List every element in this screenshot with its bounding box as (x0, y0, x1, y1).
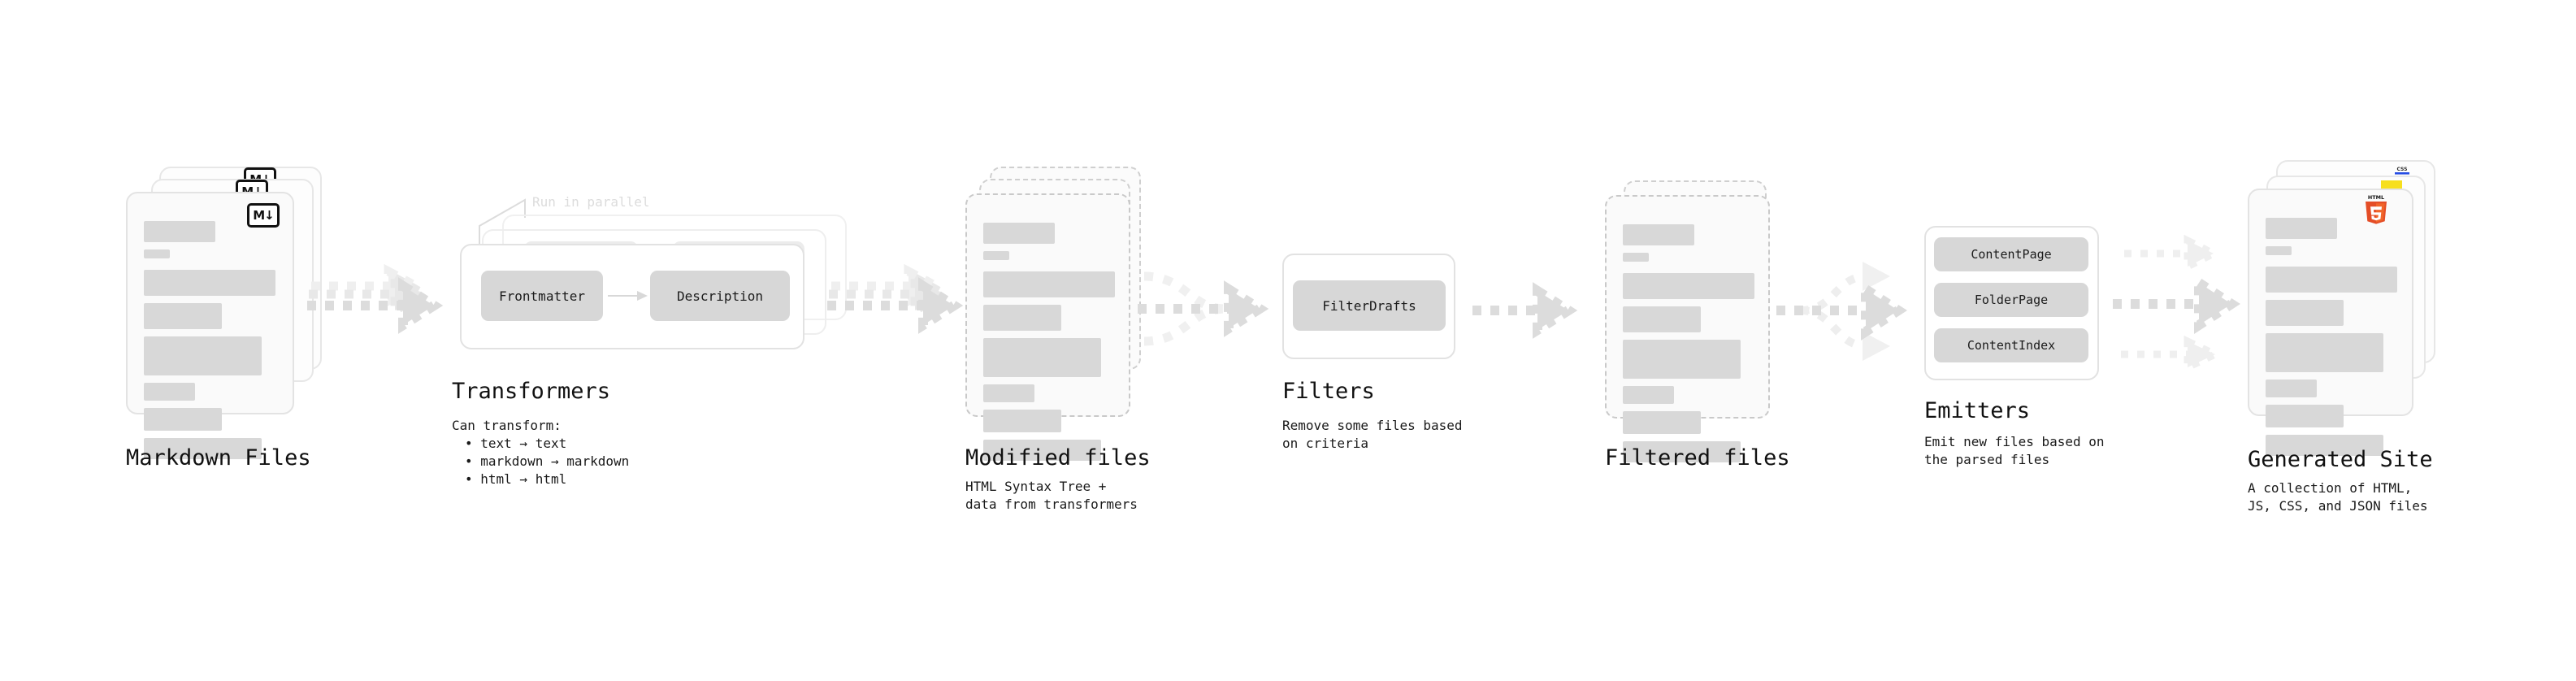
content-bar (2266, 267, 2397, 293)
svg-text:HTML: HTML (2368, 194, 2384, 201)
content-bar (2266, 246, 2292, 255)
emitter-pill-folderpage[interactable]: FolderPage (1934, 283, 2088, 317)
run-in-parallel-label: Run in parallel (532, 194, 650, 210)
content-bar (983, 251, 1009, 260)
content-bar (144, 303, 222, 329)
generated-site-card (2248, 189, 2413, 456)
modified-files-title: Modified files (965, 445, 1151, 471)
html5-icon: HTML (2362, 193, 2390, 226)
transformer-bullet: • html → html (465, 471, 567, 487)
transformers-bullets: • text → text • markdown → markdown • html… (465, 435, 629, 488)
content-bar (983, 271, 1115, 297)
content-bar (983, 440, 1101, 461)
emitters-subtitle: Emit new files based on the parsed files (1924, 434, 2105, 467)
css-icon: CSS (2394, 166, 2410, 176)
content-bar (2266, 218, 2337, 239)
content-bar (1623, 340, 1741, 379)
content-bar (1623, 253, 1649, 262)
generated-site-title: Generated Site (2248, 447, 2433, 472)
content-bar (2266, 333, 2383, 372)
arrow-modified-to-filters (1138, 271, 1269, 346)
content-bar (2266, 300, 2344, 326)
content-bar (983, 223, 1055, 244)
filters-subtitle: Remove some files based on criteria (1282, 418, 1463, 451)
filters-title: Filters (1282, 379, 1375, 404)
markdown-file-card (126, 192, 294, 459)
arrow-markdown-to-transformers (307, 263, 444, 334)
content-bar (983, 410, 1061, 432)
arrow-filtered-to-emitters (1776, 262, 1908, 361)
transformer-bullet: • markdown → markdown (465, 453, 630, 469)
content-bar (144, 438, 262, 459)
content-bar (983, 384, 1034, 402)
filtered-files-title: Filtered files (1605, 445, 1790, 471)
site-card-bars (2266, 218, 2399, 463)
content-bar (1623, 273, 1754, 299)
markdown-files-title: Markdown Files (126, 445, 311, 471)
transformer-pill-frontmatter[interactable]: Frontmatter (481, 271, 603, 321)
content-bar (2266, 435, 2383, 456)
run-in-parallel-bracket (479, 198, 526, 249)
markdown-card-bars (144, 221, 280, 466)
filtered-file-card (1605, 195, 1770, 462)
modified-card-bars (983, 223, 1116, 468)
content-bar (2266, 380, 2317, 397)
filtered-card-bars (1623, 224, 1755, 470)
content-bar (983, 338, 1101, 377)
content-bar (144, 221, 215, 242)
modified-files-subtitle: HTML Syntax Tree + data from transformer… (965, 479, 1138, 512)
content-bar (144, 336, 262, 375)
arrow-filters-to-filtered (1472, 282, 1578, 339)
content-bar (144, 249, 170, 258)
generated-site-subtitle: A collection of HTML, JS, CSS, and JSON … (2248, 480, 2428, 514)
content-bar (144, 270, 275, 296)
emitters-title: Emitters (1924, 398, 2031, 423)
transformer-bullet: • text → text (465, 436, 567, 451)
filter-pill-filterdrafts[interactable]: FilterDrafts (1293, 280, 1446, 331)
content-bar (983, 305, 1061, 331)
content-bar (1623, 224, 1694, 245)
modified-file-card (965, 193, 1130, 461)
markdown-icon: M↓ (247, 203, 280, 228)
content-bar (1623, 441, 1741, 462)
emitter-pill-contentpage[interactable]: ContentPage (1934, 237, 2088, 271)
arrow-emitters-to-site (2113, 234, 2241, 374)
content-bar (1623, 386, 1674, 404)
transformers-subtitle: Can transform: (452, 418, 562, 433)
transformer-arrow-front (608, 291, 648, 301)
transformers-title: Transformers (452, 379, 611, 404)
svg-text:CSS: CSS (2397, 167, 2408, 172)
content-bar (144, 408, 222, 431)
content-bar (144, 383, 195, 401)
arrow-transformers-to-modified (827, 263, 964, 334)
content-bar (2266, 405, 2344, 427)
content-bar (1623, 306, 1701, 332)
content-bar (1623, 411, 1701, 434)
emitter-pill-contentindex[interactable]: ContentIndex (1934, 328, 2088, 362)
transformer-pill-description[interactable]: Description (650, 271, 790, 321)
